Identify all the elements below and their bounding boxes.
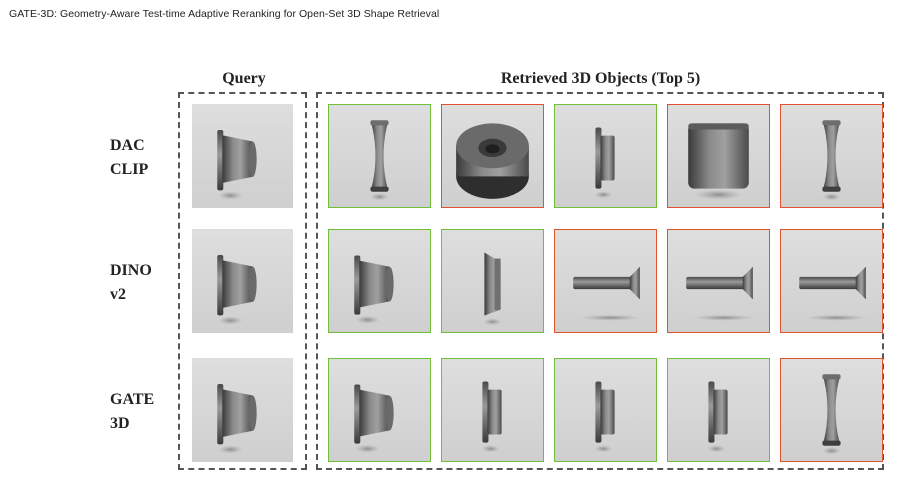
query-column-box bbox=[178, 92, 307, 470]
retrieved-object-4-incorrect bbox=[667, 104, 770, 208]
retrieved-object-5-incorrect bbox=[780, 358, 883, 462]
retrieved-object-2-incorrect bbox=[441, 104, 544, 208]
row-label-2: DINO v2 bbox=[110, 259, 180, 307]
row-label-line1: DAC bbox=[110, 137, 145, 154]
retrieved-object-3-correct bbox=[554, 358, 657, 462]
retrieved-grid-box bbox=[316, 92, 884, 470]
row-label-line1: DINO bbox=[110, 262, 152, 279]
query-header: Query bbox=[222, 70, 266, 87]
retrieved-object-1-correct bbox=[328, 104, 431, 208]
retrieved-object-4-incorrect bbox=[667, 229, 770, 333]
retrieved-object-2-correct bbox=[441, 229, 544, 333]
retrieved-object-3-correct bbox=[554, 104, 657, 208]
retrieved-header: Retrieved 3D Objects (Top 5) bbox=[500, 70, 701, 87]
row-label-line2: v2 bbox=[110, 286, 126, 303]
retrieved-object-3-incorrect bbox=[554, 229, 657, 333]
retrieved-object-1-correct bbox=[328, 358, 431, 462]
retrieved-object-4-correct bbox=[667, 358, 770, 462]
running-head: GATE-3D: Geometry-Aware Test-time Adapti… bbox=[9, 8, 440, 20]
row-label-line1: GATE bbox=[110, 391, 155, 408]
retrieved-object-1-correct bbox=[328, 229, 431, 333]
retrieved-object-5-incorrect bbox=[780, 229, 883, 333]
row-label-3: GATE 3D bbox=[110, 388, 180, 436]
query-image bbox=[192, 229, 293, 333]
row-label-1: DAC CLIP bbox=[110, 134, 180, 182]
query-image bbox=[192, 104, 293, 208]
retrieved-object-5-incorrect bbox=[780, 104, 883, 208]
query-image bbox=[192, 358, 293, 462]
retrieved-object-2-correct bbox=[441, 358, 544, 462]
row-label-line2: CLIP bbox=[110, 161, 149, 178]
row-label-line2: 3D bbox=[110, 415, 130, 432]
